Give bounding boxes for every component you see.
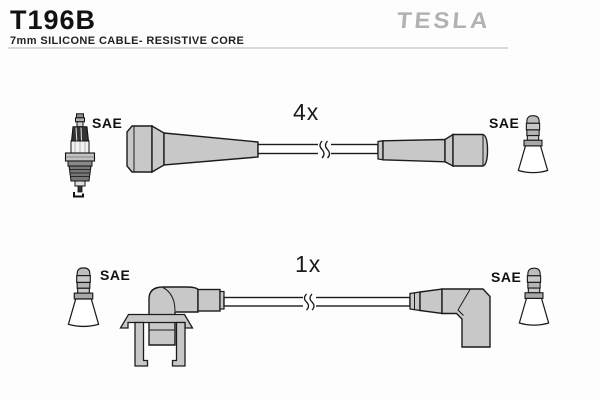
bottom-quantity-label: 1x: [295, 251, 322, 277]
sae-label-top-left: SAE: [92, 115, 123, 131]
part-number: T196B: [10, 5, 97, 35]
cable-break-icon: [318, 141, 331, 157]
top-quantity-label: 4x: [293, 99, 320, 125]
brand-logo: TESLA: [395, 8, 492, 34]
sae-label-bottom-left: SAE: [100, 267, 131, 283]
sae-terminal-icon: [517, 266, 551, 329]
sae-terminal-icon: [516, 113, 550, 177]
top-cable-drawing: [126, 124, 489, 174]
sae-label-top-right: SAE: [489, 115, 520, 131]
header-divider: [8, 47, 508, 49]
bottom-cable-drawing: [119, 286, 491, 367]
spark-plug-icon: [64, 113, 96, 198]
cable-break-icon: [303, 294, 316, 310]
sae-label-bottom-right: SAE: [491, 269, 522, 285]
product-subtitle: 7mm SILICONE CABLE- RESISTIVE CORE: [10, 35, 245, 47]
sae-terminal-icon: [66, 266, 101, 330]
